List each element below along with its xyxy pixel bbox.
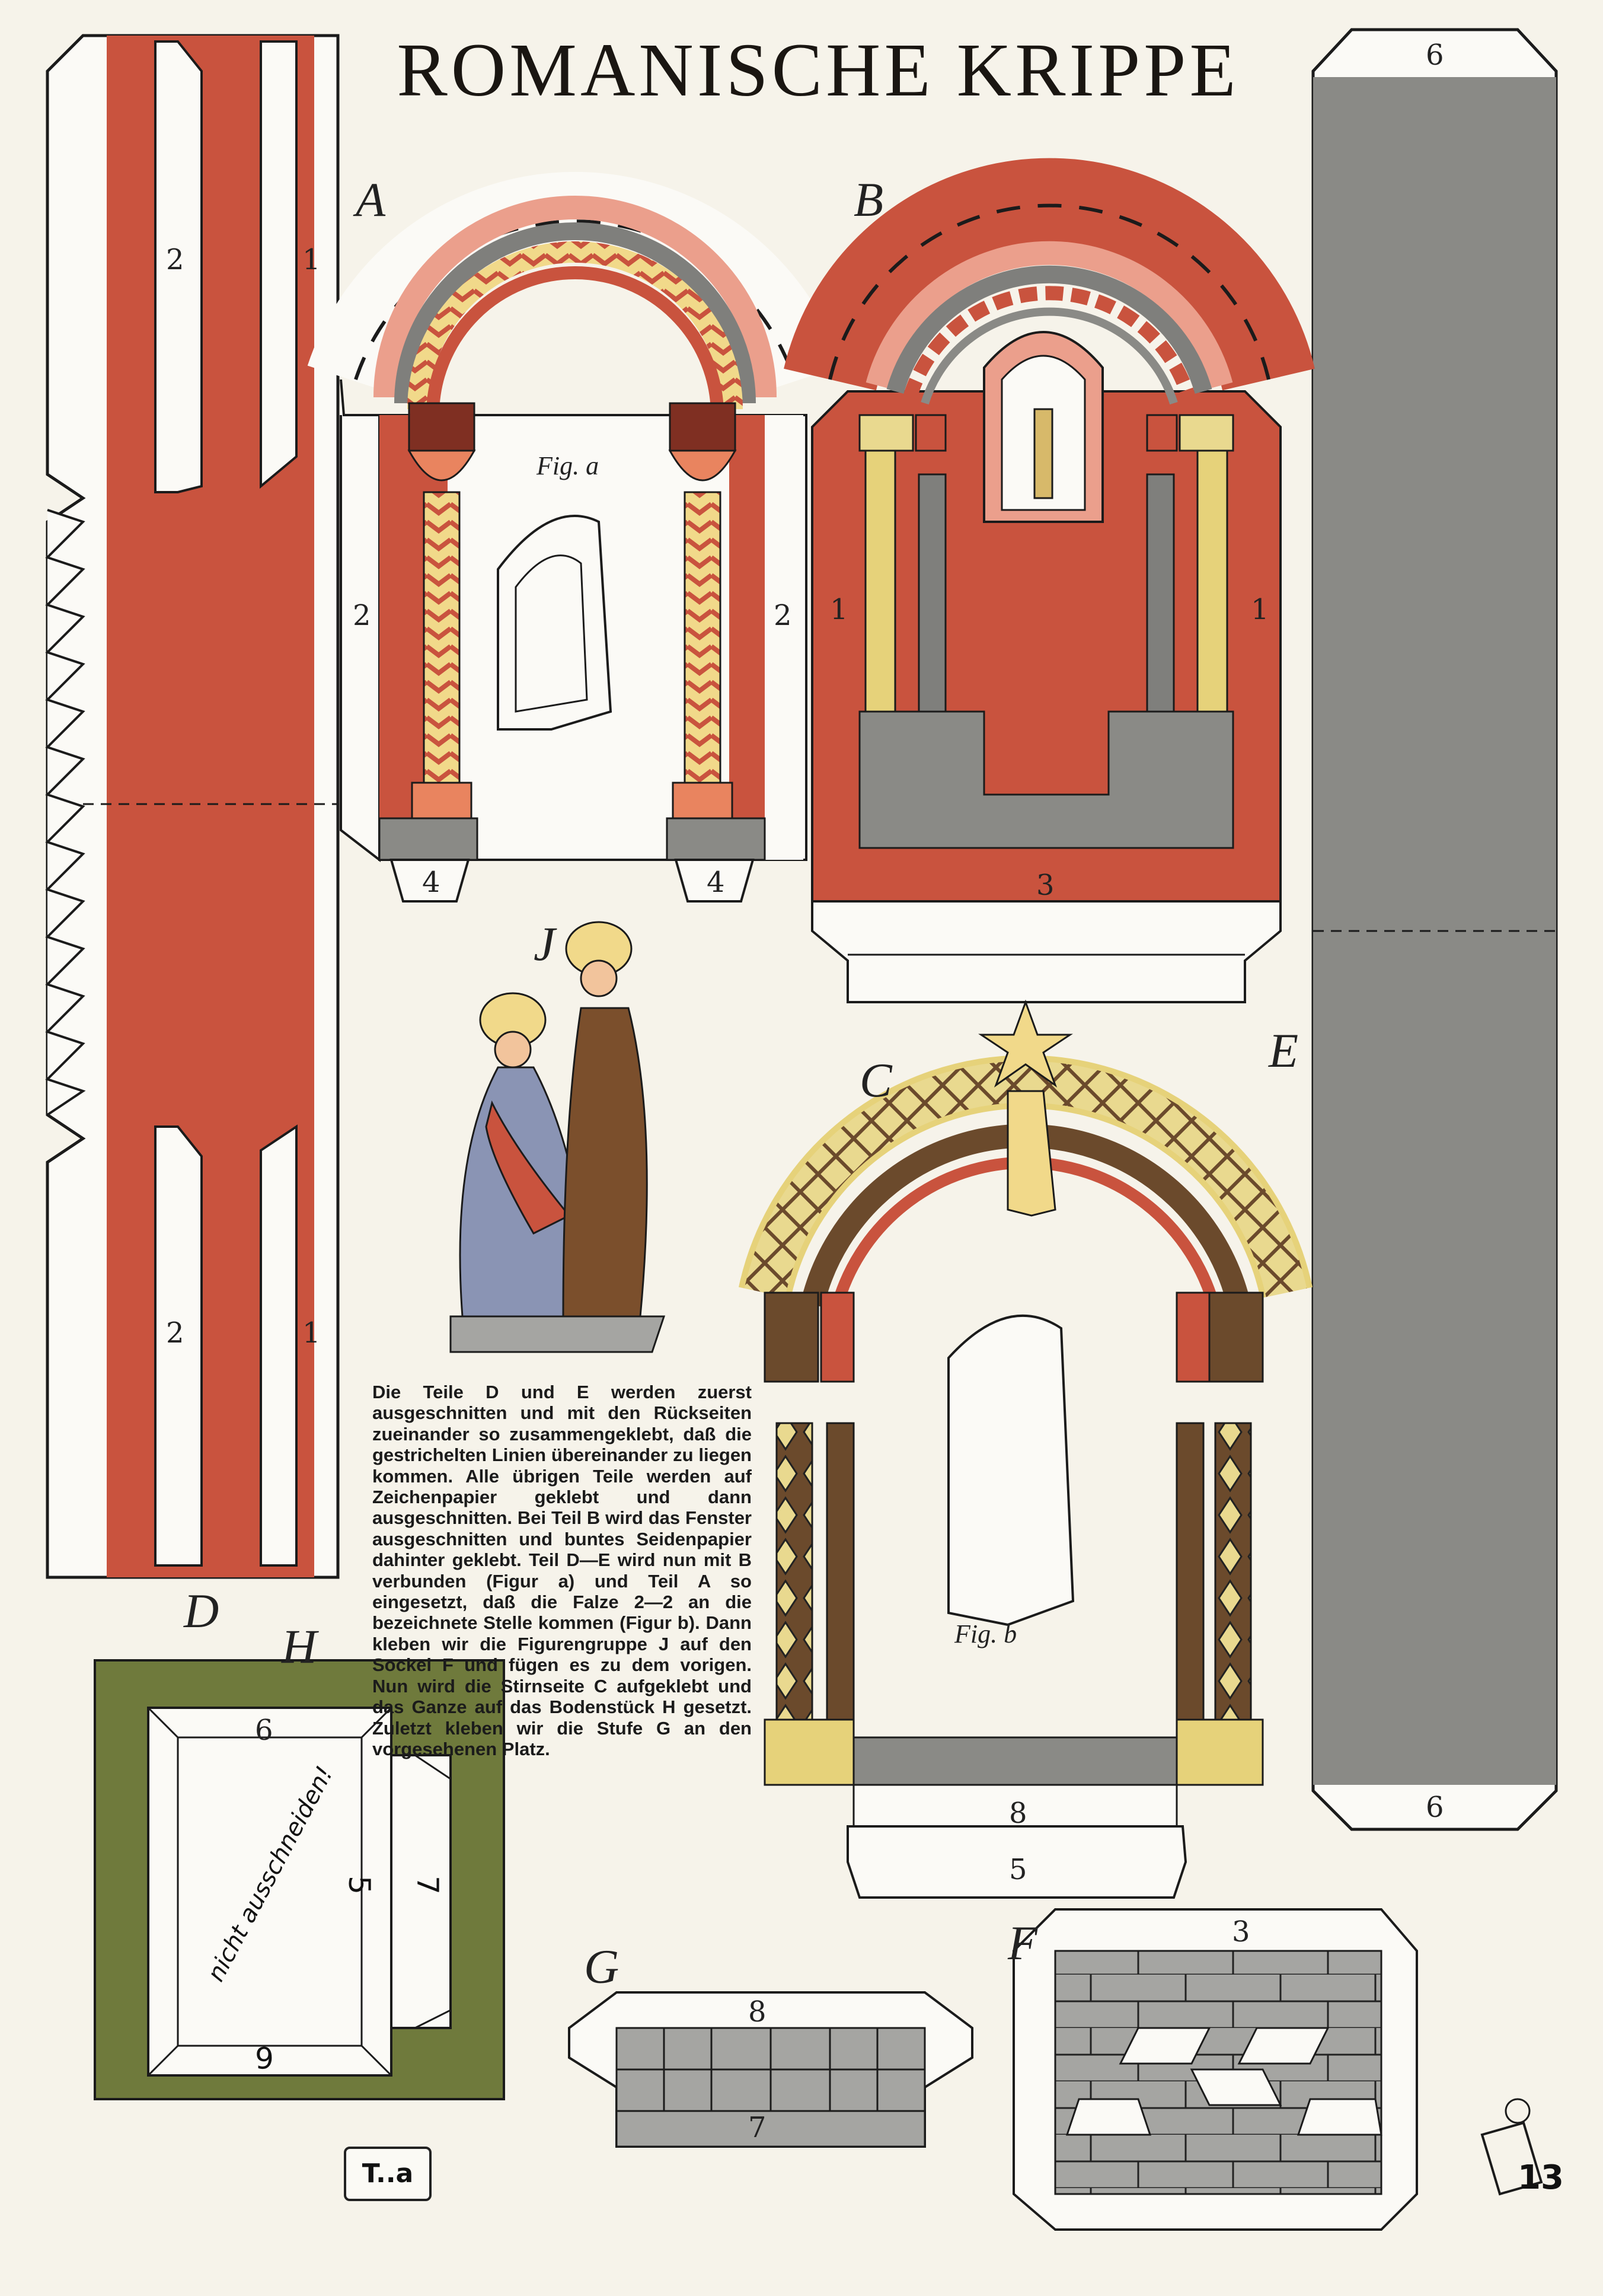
page-number-doodle bbox=[1480, 2098, 1543, 2196]
marker-ta: T..a bbox=[344, 2147, 432, 2201]
e-top: 6 bbox=[1426, 39, 1444, 72]
h-side: 7 bbox=[410, 1876, 445, 1895]
part-f-label: F bbox=[1008, 1916, 1038, 1970]
part-f bbox=[1013, 1908, 1418, 2231]
part-d bbox=[45, 34, 340, 1579]
part-e-label: E bbox=[1269, 1023, 1299, 1077]
e-bottom: 6 bbox=[1426, 1791, 1444, 1824]
page-title: ROMANISCHE KRIPPE bbox=[397, 28, 1240, 112]
a-fold-left: 2 bbox=[353, 599, 371, 632]
part-j bbox=[449, 921, 666, 1353]
a-fold-right: 2 bbox=[774, 599, 792, 632]
part-g-label: G bbox=[584, 1940, 620, 1994]
c-step-inner: 8 bbox=[1009, 1797, 1027, 1830]
h-middle: 5 bbox=[341, 1876, 376, 1895]
d-fold-top-left: 2 bbox=[166, 243, 184, 276]
f-top: 3 bbox=[1232, 1915, 1250, 1949]
c-step-bottom: 5 bbox=[1009, 1853, 1027, 1886]
part-h-label: H bbox=[282, 1619, 317, 1673]
part-j-label: J bbox=[534, 917, 555, 971]
d-fold-bottom-left: 2 bbox=[166, 1316, 184, 1350]
part-c-label: C bbox=[860, 1053, 892, 1107]
page-number: 13 bbox=[1518, 2158, 1564, 2197]
g-top: 8 bbox=[748, 1995, 767, 2029]
d-fold-bottom-right: 1 bbox=[302, 1316, 321, 1350]
a-bottom-right: 4 bbox=[707, 866, 725, 899]
part-b bbox=[784, 158, 1315, 1003]
b-bottom: 3 bbox=[1036, 869, 1055, 902]
assembly-instructions: Die Teile D und E werden zuerst ausgesch… bbox=[372, 1382, 752, 1759]
fig-a-caption: Fig. a bbox=[537, 451, 599, 480]
a-bottom-left: 4 bbox=[422, 866, 440, 899]
b-fold-left: 1 bbox=[830, 593, 848, 626]
b-fold-right: 1 bbox=[1251, 593, 1269, 626]
part-c bbox=[739, 999, 1313, 1899]
h-top: 6 bbox=[255, 1714, 273, 1747]
part-e bbox=[1311, 28, 1558, 1831]
h-bottom: 6 bbox=[255, 2040, 274, 2074]
d-fold-top-right: 1 bbox=[302, 243, 321, 276]
fig-b-caption: Fig. b bbox=[954, 1619, 1017, 1648]
part-b-label: B bbox=[854, 173, 884, 227]
part-a-label: A bbox=[356, 173, 386, 227]
part-h bbox=[94, 1659, 505, 2100]
part-a bbox=[307, 171, 843, 903]
part-g bbox=[568, 1991, 973, 2148]
g-bottom: 7 bbox=[748, 2111, 767, 2144]
part-d-label: D bbox=[184, 1584, 219, 1638]
